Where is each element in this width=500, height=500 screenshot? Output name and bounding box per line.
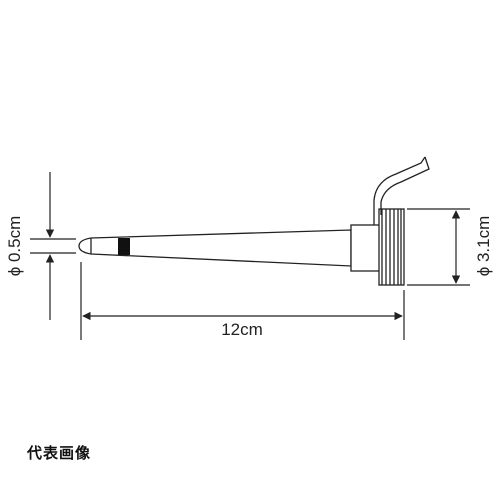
cap-neck	[350, 224, 382, 272]
tip-marker-band	[118, 238, 130, 255]
length-dimension	[80, 262, 405, 340]
cap-diameter-dimension	[407, 208, 470, 286]
length-label: 12cm	[221, 320, 263, 339]
knurled-cap	[378, 208, 405, 286]
tip-diameter-dimension	[30, 172, 76, 320]
tip-diameter-label: ϕ 0.5cm	[5, 216, 24, 277]
cap-diameter-label: ϕ 3.1cm	[474, 216, 493, 277]
wire-lead	[373, 156, 430, 225]
representative-image-caption: 代表画像	[27, 444, 92, 462]
nozzle-tube	[78, 229, 352, 267]
